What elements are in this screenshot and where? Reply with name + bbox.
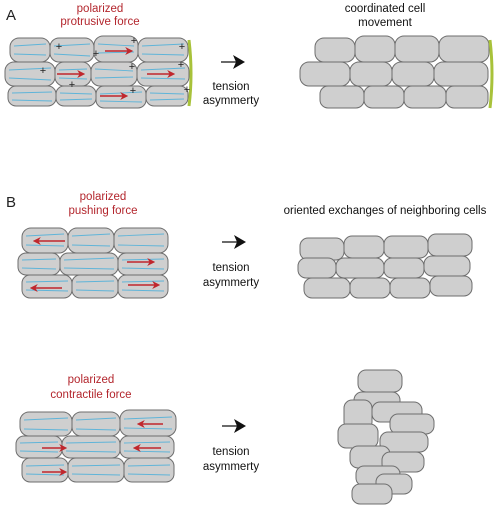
panel-a-force-label-line2: protrusive force: [60, 16, 139, 28]
cell: [119, 435, 175, 459]
panel-a-moved-tissue: [299, 35, 490, 109]
cell: [357, 369, 403, 393]
cell: [67, 457, 125, 483]
cell: [337, 423, 379, 449]
cell: [314, 37, 356, 63]
panel-letter-a: A: [6, 7, 16, 24]
leading-edge-highlight: [187, 39, 193, 107]
panel-a-plus-marks: + + + + + + + + + +: [40, 35, 190, 97]
cell: [15, 435, 63, 459]
cell: [391, 61, 435, 87]
cell: [117, 252, 169, 276]
cell: [319, 85, 365, 109]
cell: [349, 61, 393, 87]
cell: [7, 85, 57, 107]
cell: [71, 274, 119, 299]
panel-b-push-tension-label-line1: tension: [212, 262, 249, 274]
cell: [349, 277, 391, 299]
cell: [17, 252, 61, 276]
plus-mark: +: [129, 61, 135, 73]
panel-a-force-label-line1: polarized: [77, 3, 124, 15]
cell: [21, 274, 73, 299]
plus-mark: +: [184, 84, 190, 96]
cell: [354, 35, 396, 63]
cell: [299, 61, 351, 87]
panel-letter-b: B: [6, 194, 16, 211]
cell: [21, 457, 69, 483]
cell: [59, 252, 119, 276]
cell: [303, 277, 351, 299]
cell: [351, 483, 393, 505]
cell: [383, 257, 425, 279]
cell: [394, 35, 440, 63]
panel-b-push-force-label-line1: polarized: [80, 191, 127, 203]
cell: [335, 257, 385, 279]
cell: [389, 413, 435, 435]
panel-a-force-arrows: [57, 47, 176, 100]
plus-mark: +: [93, 48, 99, 60]
panel-b-contract-tension-label-line1: tension: [212, 446, 249, 458]
panel-b-push-result-label: oriented exchanges of neighboring cells: [284, 205, 487, 217]
cell: [4, 61, 56, 87]
cell: [95, 85, 147, 109]
cell: [423, 255, 471, 277]
cell: [427, 233, 473, 257]
plus-mark: +: [56, 41, 62, 53]
panel-a-result-label-line1: coordinated cell: [345, 3, 426, 15]
panel-b-converged-stack: [337, 369, 435, 505]
leading-edge-highlight: [488, 39, 494, 109]
cell: [61, 435, 121, 459]
plus-mark: +: [130, 85, 136, 97]
cell: [113, 227, 169, 254]
panel-b-push-transition-arrow: [222, 235, 246, 249]
cell: [363, 85, 405, 109]
panel-b-push-force-arrows: [29, 237, 161, 292]
panel-b-contract-force-label-line2: contractile force: [50, 389, 131, 401]
panel-a-tension-label-line1: tension: [212, 81, 249, 93]
plus-mark: +: [131, 35, 137, 47]
panel-a-tension-label-line2: asymmerty: [203, 95, 259, 107]
cell: [145, 85, 189, 107]
panel-b-push-force-label-line2: pushing force: [68, 205, 137, 217]
cell: [119, 409, 177, 437]
cell: [389, 277, 431, 299]
panel-b-contract-force-label-line1: polarized: [68, 374, 115, 386]
panel-b-contract-tissue: [15, 409, 177, 483]
plus-mark: +: [40, 65, 46, 77]
panel-a-actin-fibers: [8, 43, 186, 103]
cell: [67, 227, 115, 254]
plus-mark: +: [178, 59, 184, 71]
panel-a-transition-arrow: [221, 55, 245, 69]
panel-b-push-tension-label-line2: asymmerty: [203, 277, 259, 289]
cell: [9, 37, 51, 63]
panel-a-result-label-line2: movement: [358, 17, 412, 29]
cell: [343, 235, 385, 259]
cell: [429, 275, 473, 297]
cell: [297, 257, 337, 279]
cell: [299, 237, 345, 261]
cell: [71, 411, 121, 437]
cell: [383, 235, 429, 259]
panel-b-push-tissue: [17, 227, 169, 299]
plus-mark: +: [69, 79, 75, 91]
cell: [123, 457, 175, 483]
panel-b-contract-fibers: [19, 416, 173, 476]
panel-b-exchanged-tissue: [297, 233, 473, 299]
panel-b-push-fibers: [21, 233, 165, 292]
cell: [403, 85, 447, 109]
panel-b-contract-tension-label-line2: asymmerty: [203, 461, 259, 473]
cell: [445, 85, 489, 109]
cell: [438, 35, 490, 63]
plus-mark: +: [179, 41, 185, 53]
cell: [19, 411, 73, 437]
cell: [55, 85, 97, 107]
panel-a-protrusive-tissue: [4, 35, 190, 109]
cell: [433, 61, 489, 87]
cell: [117, 274, 169, 299]
panel-b-contract-force-arrows: [42, 420, 163, 476]
panel-b-contract-transition-arrow: [222, 419, 246, 433]
